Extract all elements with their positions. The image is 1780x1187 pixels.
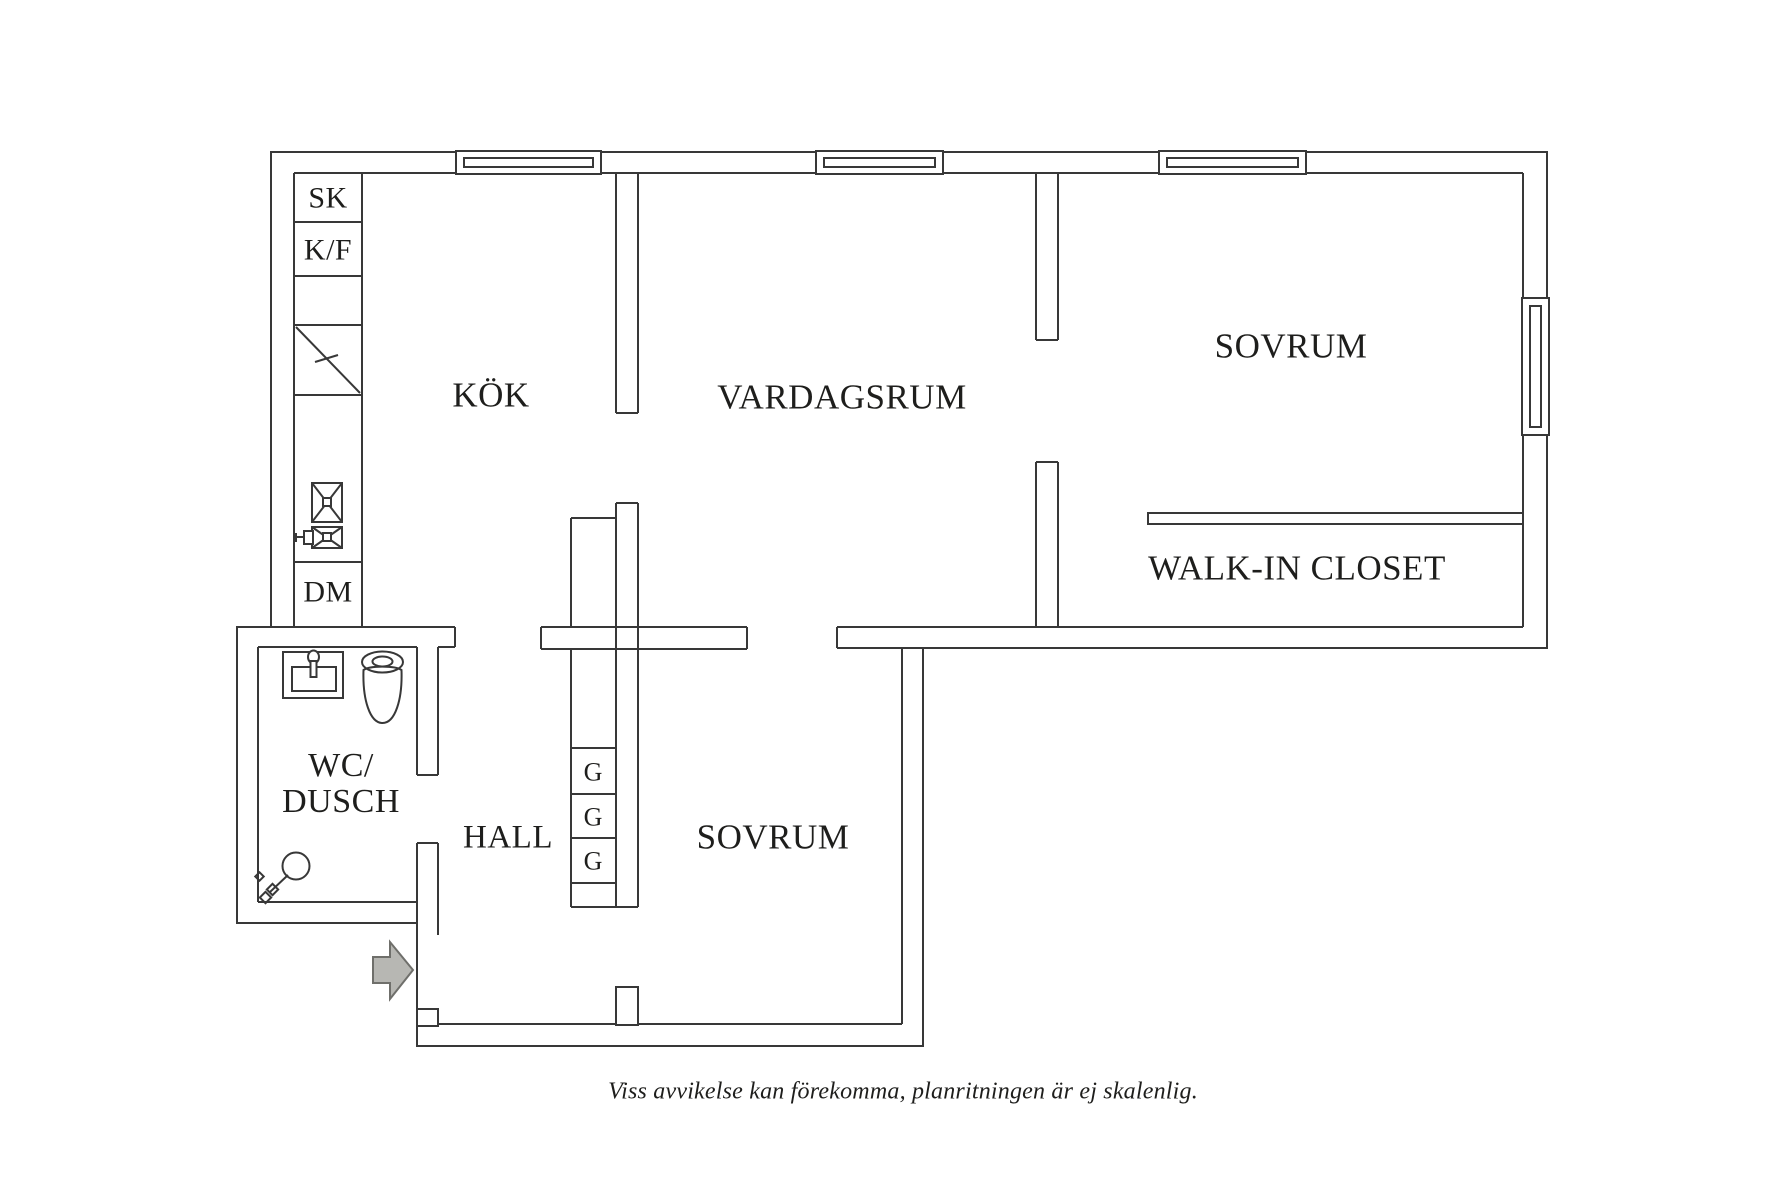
outer-wall [236, 151, 1548, 1047]
stove-symbol [311, 482, 343, 523]
label-closet-sk: SK [308, 181, 348, 215]
window-kok [455, 150, 602, 175]
bedroom-door-stub [615, 986, 639, 1026]
wc-label-line2: DUSCH [282, 783, 400, 820]
label-wardrobe-g2: G [583, 802, 603, 832]
window-vardagsrum [815, 150, 944, 175]
room-label-kok: KÖK [452, 375, 530, 415]
bathroom-sink-icon [282, 649, 344, 699]
wc-label-line1: WC/ [308, 747, 374, 784]
entry-arrow-icon [372, 939, 415, 1002]
kitchen-sink-symbol [295, 526, 343, 549]
room-label-sovrum-bottom: SOVRUM [696, 817, 850, 857]
toilet-icon [361, 650, 404, 725]
entry-door-jamb [416, 1008, 439, 1027]
room-label-hall: HALL [463, 819, 553, 856]
room-label-vardagsrum: VARDAGSRUM [717, 377, 967, 417]
label-dishwasher: DM [303, 575, 353, 609]
room-label-sovrum-top: SOVRUM [1214, 326, 1368, 366]
counter-vent-symbol [295, 326, 361, 394]
disclaimer-caption: Viss avvikelse kan förekomma, planritnin… [608, 1078, 1198, 1105]
shower-icon [253, 851, 311, 905]
inner-walls [237, 172, 1524, 1025]
label-wardrobe-g1: G [583, 757, 603, 787]
room-label-wc-dusch: WC/ DUSCH [282, 748, 400, 820]
label-wardrobe-g3: G [583, 846, 603, 876]
window-right-wall [1521, 297, 1550, 436]
room-label-walk-in-closet: WALK-IN CLOSET [1148, 548, 1446, 588]
label-fridge-freezer: K/F [303, 233, 353, 267]
walk-in-closet-divider [1147, 512, 1524, 525]
window-sovrum [1158, 150, 1307, 175]
